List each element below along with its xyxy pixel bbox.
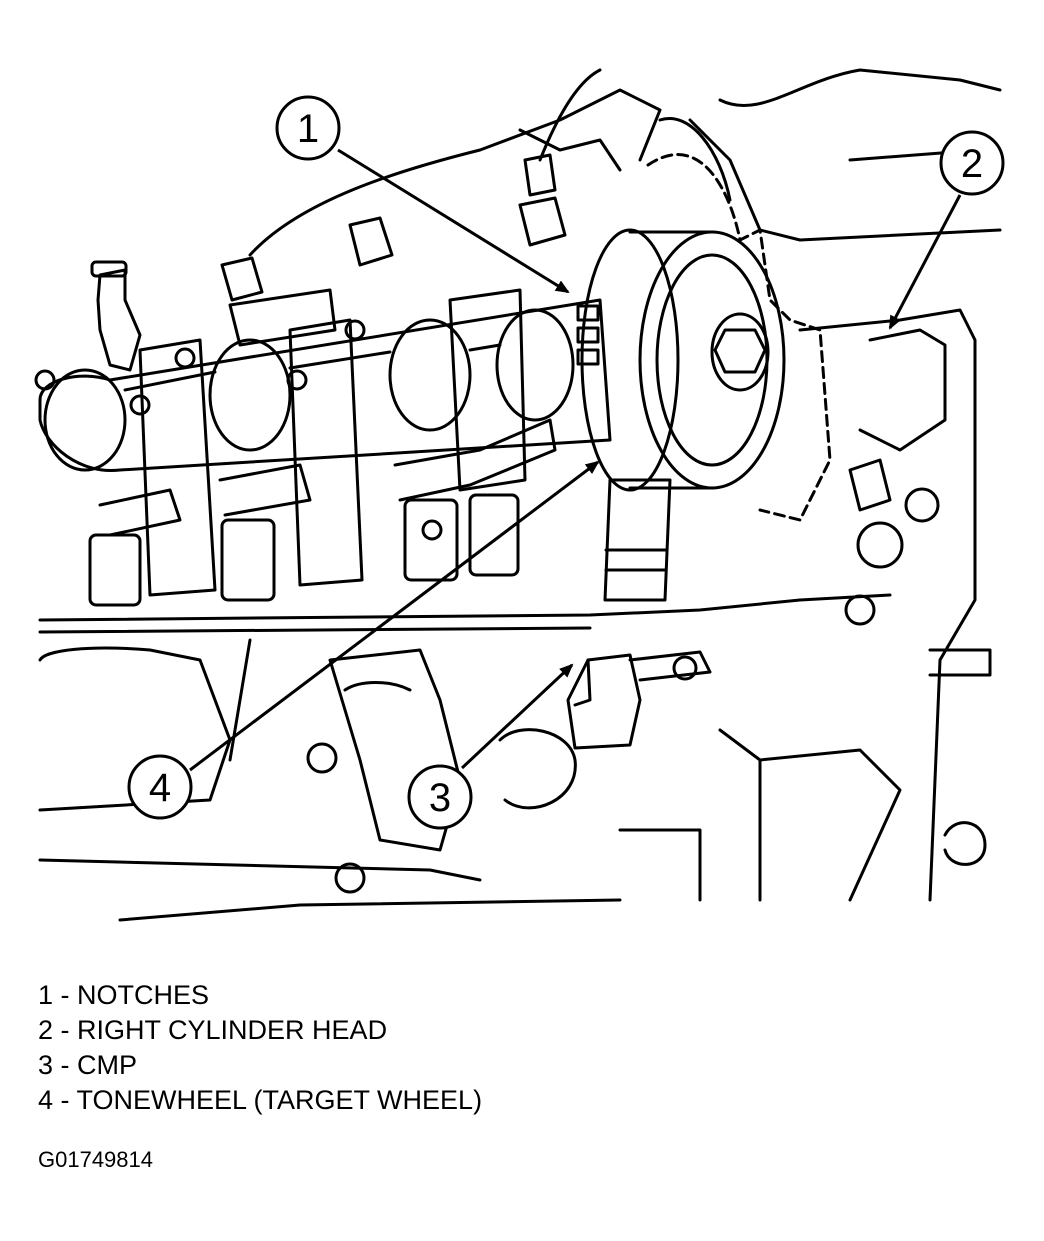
callout-circle [939, 130, 1005, 196]
callout-number-2: 2 [961, 142, 983, 186]
callout-number-3: 3 [429, 776, 451, 820]
callout-3: 3 [407, 764, 473, 830]
legend-item-right-cylinder-head: 2 - RIGHT CYLINDER HEAD [38, 1015, 388, 1045]
engine-diagram: 1 2 3 4 [34, 68, 1005, 922]
callout-number-4: 4 [149, 766, 171, 810]
legend-item-cmp: 3 - CMP [38, 1050, 138, 1080]
legend-item-tonewheel: 4 - TONEWHEEL (TARGET WHEEL) [38, 1085, 483, 1115]
callout-4: 4 [127, 754, 193, 820]
arrow-1 [337, 148, 570, 294]
callout-2: 2 [939, 130, 1005, 196]
callout-number-1: 1 [297, 107, 319, 151]
callout-1: 1 [275, 95, 341, 161]
arrow-3 [460, 663, 574, 770]
figure-id: G01749814 [38, 1147, 153, 1172]
callout-circle [407, 764, 473, 830]
arrow-2 [888, 194, 962, 330]
arrow-4 [189, 460, 600, 772]
engine-line-art [34, 68, 1002, 922]
legend-item-notches: 1 - NOTCHES [38, 980, 210, 1010]
callout-circle [275, 95, 341, 161]
legend: 1 - NOTCHES 2 - RIGHT CYLINDER HEAD 3 - … [38, 978, 482, 1118]
callout-arrows [189, 148, 962, 772]
callout-circle [127, 754, 193, 820]
